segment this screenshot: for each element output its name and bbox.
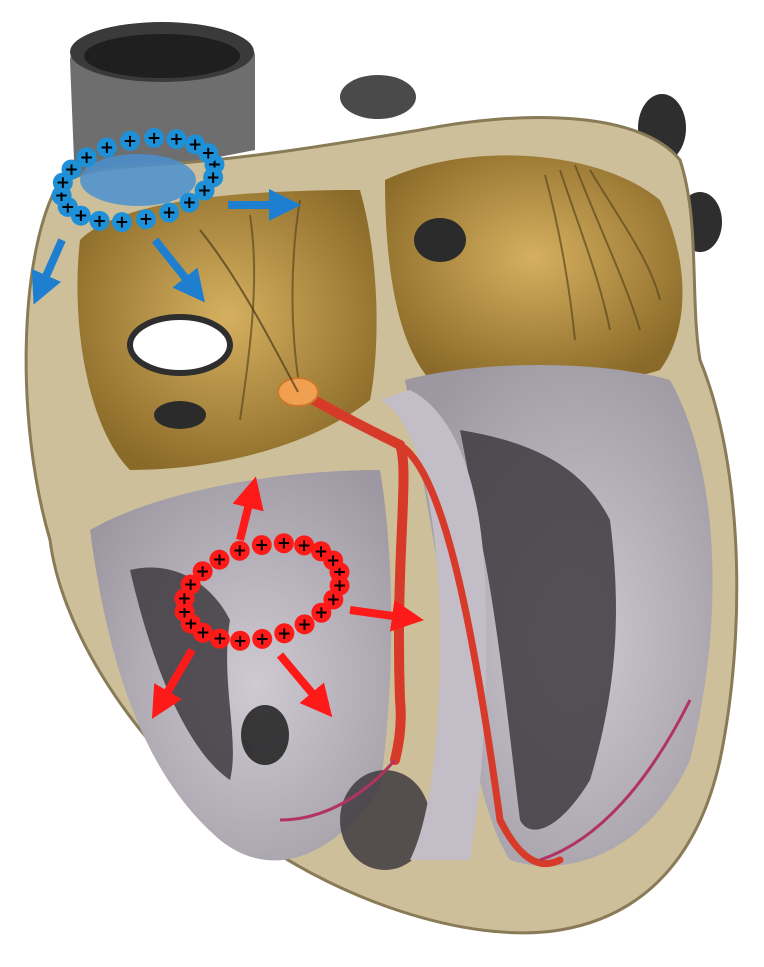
charge-marker: + — [144, 128, 164, 149]
charge-marker: + — [97, 138, 117, 159]
charge-sign: + — [255, 629, 269, 649]
charge-marker: + — [120, 131, 140, 152]
charge-marker: + — [89, 211, 109, 232]
charge-marker: + — [274, 623, 294, 644]
charge-sign: + — [213, 629, 227, 649]
charge-sign: + — [197, 181, 211, 201]
charge-marker: + — [295, 614, 315, 635]
charge-marker: + — [294, 535, 314, 556]
charge-sign: + — [297, 536, 311, 556]
sinoatrial-node-icon — [80, 154, 196, 206]
charge-marker: + — [311, 603, 331, 624]
charge-sign: + — [277, 534, 291, 554]
charge-sign: + — [277, 624, 291, 644]
charge-sign: + — [100, 138, 114, 158]
charge-marker: + — [136, 209, 156, 230]
coronary-sinus-opening — [154, 401, 206, 429]
charge-marker: + — [112, 212, 132, 233]
charge-sign: + — [196, 562, 210, 582]
charge-sign: + — [92, 211, 106, 231]
charge-marker: + — [252, 629, 272, 650]
charge-sign: + — [64, 160, 78, 180]
charge-sign: + — [212, 550, 226, 570]
charge-marker: + — [179, 193, 199, 214]
charge-sign: + — [115, 213, 129, 233]
charge-marker: + — [230, 631, 250, 652]
charge-sign: + — [162, 203, 176, 223]
charge-marker: + — [274, 533, 294, 554]
charge-marker: + — [167, 129, 187, 150]
charge-marker: + — [252, 535, 272, 556]
charge-sign: + — [233, 541, 247, 561]
charge-sign: + — [80, 148, 94, 168]
pulmonary-vein-opening — [414, 218, 466, 262]
charge-sign: + — [123, 131, 137, 151]
charge-marker: + — [159, 202, 179, 223]
left-atrium — [385, 155, 683, 382]
charge-sign: + — [201, 144, 215, 164]
charge-sign: + — [233, 631, 247, 651]
charge-marker: + — [193, 561, 213, 582]
charge-marker: + — [77, 147, 97, 168]
charge-sign: + — [169, 130, 183, 150]
charge-marker: + — [323, 550, 343, 571]
charge-sign: + — [182, 193, 196, 213]
charge-sign: + — [255, 536, 269, 556]
charge-sign: + — [314, 603, 328, 623]
charge-sign: + — [147, 128, 161, 148]
inferior-vena-cava-opening — [130, 317, 230, 373]
charge-marker: + — [198, 143, 218, 164]
charge-marker: + — [230, 541, 250, 562]
charge-sign: + — [326, 551, 340, 571]
charge-marker: + — [209, 550, 229, 571]
charge-sign: + — [297, 615, 311, 635]
charge-sign: + — [139, 210, 153, 230]
